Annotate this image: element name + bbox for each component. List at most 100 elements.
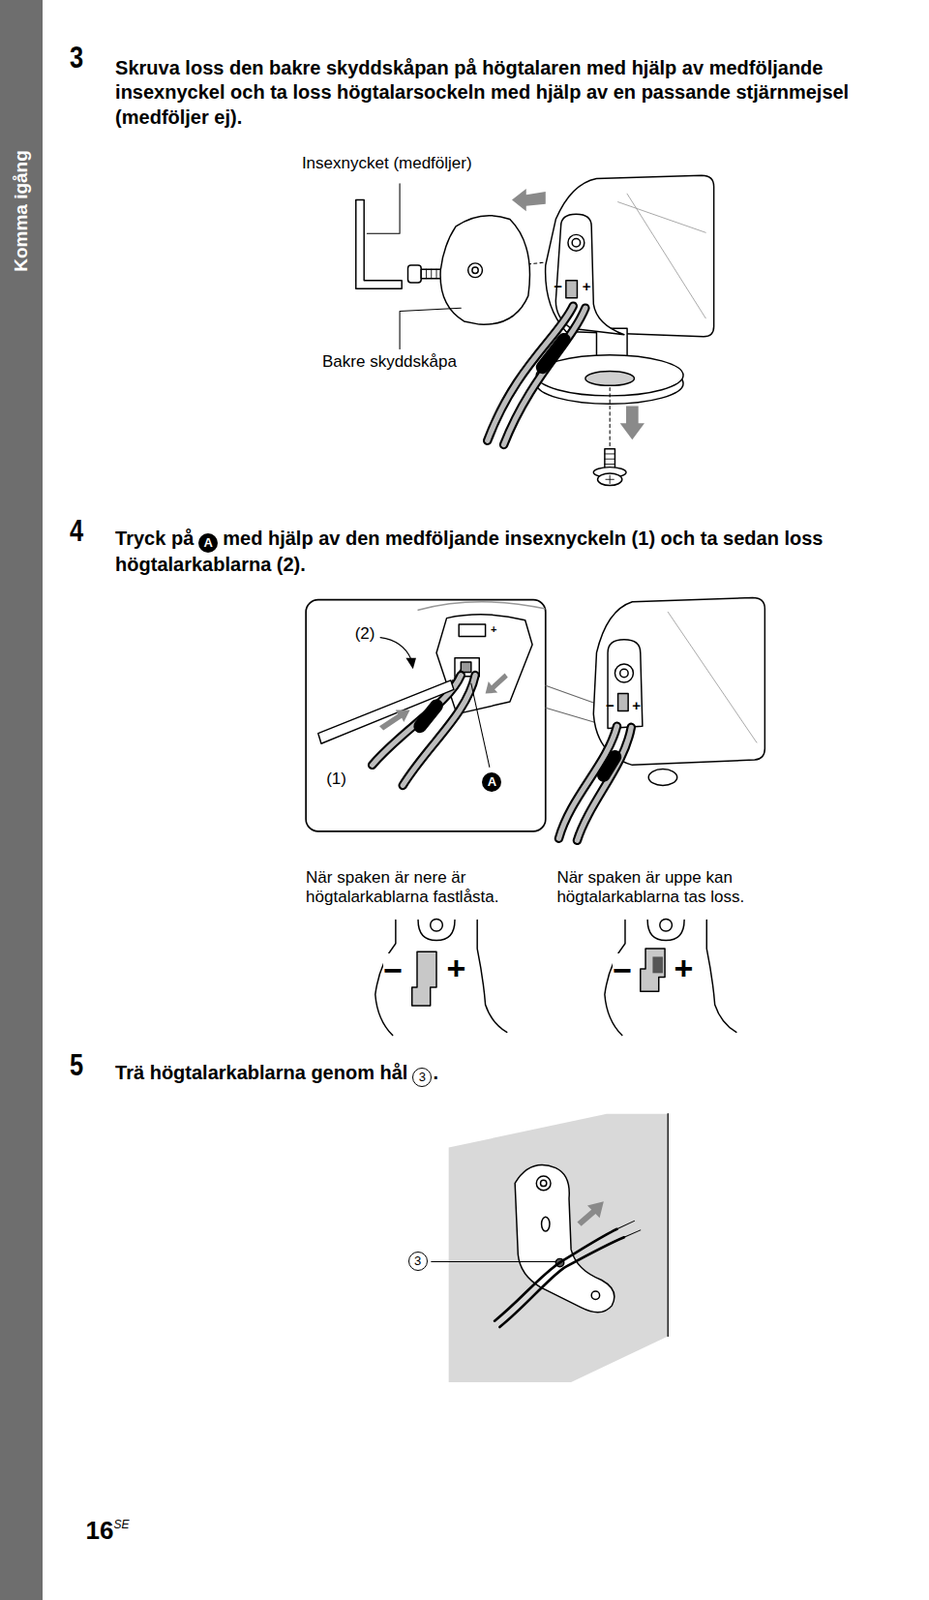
callout-number: (2): [355, 624, 376, 644]
callout-number: 3: [412, 1067, 432, 1087]
step3-figure: [487, 305, 574, 441]
step3-figure: [472, 267, 479, 273]
step3-figure: [566, 280, 578, 299]
step4-inset: [379, 709, 411, 730]
step5-figure: [540, 1179, 547, 1186]
step3-figure: [618, 193, 707, 319]
step3-figure: [568, 234, 585, 251]
step5-figure: [536, 1175, 551, 1191]
lever-down-detail: [412, 951, 437, 1006]
step3-figure: [620, 405, 645, 440]
step4-inset: [471, 683, 490, 767]
terminal-mark: +: [631, 697, 641, 713]
section-tab-label: Komma igång: [10, 149, 32, 272]
text-line: 16SE: [86, 1517, 130, 1543]
step3-figure: [511, 188, 546, 211]
step-text: med hjälp av den medföljande insexnyckel…: [115, 527, 823, 575]
text-line: Tryck påAmed hjälp av den medföljande in…: [115, 526, 922, 577]
lever-down-detail: [477, 920, 508, 1033]
callout-number: 3: [408, 1251, 428, 1271]
step4-speaker: [576, 726, 631, 840]
step3-figure: [598, 473, 623, 486]
step4-inset: [458, 624, 485, 637]
caption-text: När spaken är uppe kan högtalarkablarna …: [556, 868, 794, 908]
step-number: 4: [69, 515, 84, 546]
side-tab: Komma igång: [0, 0, 43, 1600]
step4-inset: [380, 637, 412, 660]
step4-inset: [305, 599, 546, 832]
terminal-mark: −: [612, 953, 632, 987]
lever-up-detail: [640, 948, 665, 991]
step5-figure: [431, 1113, 668, 1382]
step3-figure: [604, 453, 616, 465]
step4-speaker: [603, 756, 616, 776]
step4-speaker: [614, 663, 633, 683]
step4-speaker: [618, 693, 630, 712]
step5-figure: [449, 1113, 669, 1382]
step4-inset: [436, 614, 533, 715]
step3-figure: [571, 239, 580, 247]
illustration: [305, 175, 765, 1382]
step4-inset: [405, 658, 417, 670]
step5-figure: [591, 1290, 600, 1299]
step4-inset: [318, 601, 546, 786]
step3-figure: [356, 175, 715, 485]
callout-letter: A: [481, 772, 502, 792]
step4-speaker: [607, 639, 643, 729]
step3-figure: [425, 269, 442, 278]
step-text: Tryck på: [115, 527, 194, 549]
step3-figure: [609, 387, 611, 447]
text-line: Trä högtalarkablarna genom hål3.: [115, 1060, 922, 1087]
step4-inset: [318, 680, 454, 744]
lever-up-detail: [706, 920, 737, 1033]
lever-down-detail: [375, 918, 508, 1035]
text-line: Skruva loss den bakre skyddskåpan på hög…: [115, 56, 922, 130]
terminal-mark: −: [383, 953, 403, 987]
step4-inset: [460, 661, 472, 673]
lever-up-detail: [647, 920, 685, 941]
step3-figure: [487, 305, 574, 441]
step3-figure: [356, 200, 402, 290]
terminal-mark: +: [674, 951, 694, 985]
step3-figure: [504, 307, 586, 445]
lever-up-detail: [604, 918, 737, 1035]
terminal-mark: +: [447, 951, 467, 985]
step4-speaker: [558, 598, 765, 841]
terminal-mark: +: [582, 278, 592, 294]
callout-number: (1): [326, 769, 347, 789]
step4-inset: [418, 601, 546, 610]
callout-letter: A: [198, 533, 218, 553]
terminal-mark: −: [605, 697, 615, 713]
step4-speaker: [620, 668, 629, 677]
step4-inset: [451, 668, 461, 682]
step-text: Skruva loss den bakre skyddskåpan på hög…: [115, 57, 849, 128]
step3-figure: [605, 475, 614, 483]
step5-figure: [576, 1200, 603, 1226]
step4-inset: [305, 599, 551, 832]
step-number: 3: [69, 42, 84, 73]
step3-figure: [504, 307, 586, 445]
part-label: Insexnycket (medföljer): [301, 153, 473, 174]
page-suffix: SE: [113, 1517, 129, 1531]
step3-figure: [408, 265, 422, 283]
step3-figure: [366, 183, 400, 235]
step3-figure: [604, 449, 616, 470]
part-label: Bakre skyddskåpa: [322, 352, 457, 372]
step5-figure: [431, 1260, 557, 1262]
step4-speaker: [667, 611, 757, 743]
page-number: 16: [86, 1515, 115, 1545]
step-text: Trä högtalarkablarna genom hål: [115, 1061, 408, 1083]
step5-figure: [617, 1220, 641, 1237]
lever-up-detail: [659, 918, 673, 931]
step4-inset: [419, 705, 437, 726]
step4-speaker: [576, 726, 631, 840]
step3-figure: [468, 263, 483, 278]
step4-inset: [485, 673, 509, 694]
step4-speaker: [593, 598, 765, 766]
lever-down-detail: [430, 918, 444, 931]
terminal-mark: −: [553, 278, 563, 294]
step5-figure: [667, 1113, 669, 1337]
terminal-mark: +: [490, 624, 497, 635]
